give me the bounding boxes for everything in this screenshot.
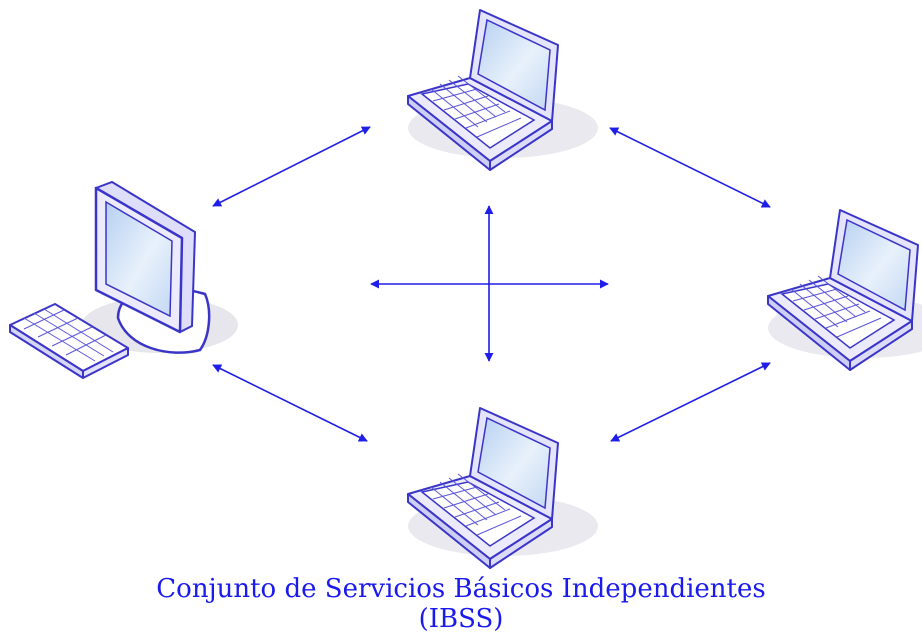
desktop-computer-icon bbox=[9, 180, 238, 379]
arrow-desktop-laptop-top bbox=[212, 126, 371, 207]
arrow-laptop-bottom-laptop-right bbox=[610, 362, 771, 442]
diagram-caption-acronym: (IBSS) bbox=[418, 604, 504, 634]
laptop-top-icon bbox=[407, 9, 599, 171]
laptop-bottom-icon bbox=[407, 407, 599, 569]
diagram-caption-title: Conjunto de Servicios Básicos Independie… bbox=[156, 574, 766, 604]
arrow-laptop-top-laptop-right bbox=[609, 127, 771, 208]
arrow-desktop-laptop-bottom bbox=[212, 364, 368, 442]
laptop-right-icon bbox=[767, 209, 922, 371]
connection-arrows bbox=[212, 126, 771, 442]
